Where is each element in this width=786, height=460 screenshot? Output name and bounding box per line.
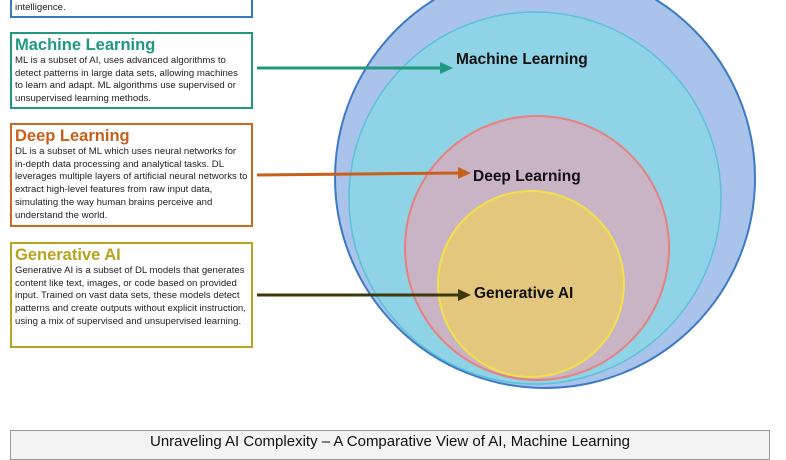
ai-description: intelligence. <box>15 2 66 13</box>
gen-circle-label: Generative AI <box>474 285 574 302</box>
gen-circle <box>437 190 625 378</box>
ml-title: Machine Learning <box>15 36 156 54</box>
gen-title: Generative AI <box>15 246 121 264</box>
ai-box: intelligence. <box>10 0 253 18</box>
dl-circle-label: Deep Learning <box>473 168 581 185</box>
caption: Unraveling AI Complexity – A Comparative… <box>10 430 770 460</box>
dl-title: Deep Learning <box>15 127 130 145</box>
dl-arrow <box>256 167 471 179</box>
dl-description: DL is a subset of ML which uses neural n… <box>15 146 248 221</box>
gen-arrow <box>257 289 471 301</box>
gen-description: Generative AI is a subset of DL models t… <box>15 265 246 327</box>
ml-description: ML is a subset of AI, uses advanced algo… <box>15 55 238 105</box>
ml-circle-label: Machine Learning <box>456 51 588 68</box>
ml-arrow <box>257 62 453 74</box>
nested-circles-diagram <box>256 0 756 389</box>
